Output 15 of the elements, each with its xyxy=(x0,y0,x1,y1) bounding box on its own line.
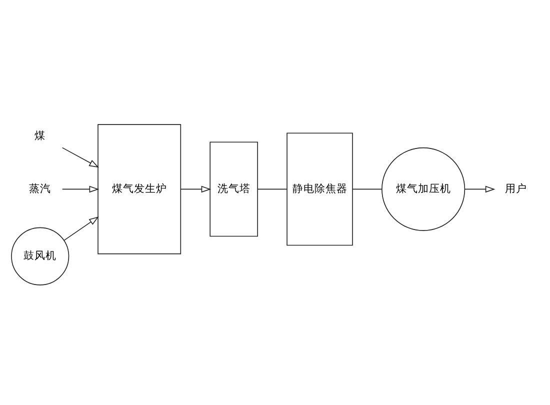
connector xyxy=(352,188,382,190)
arrow xyxy=(63,216,99,240)
arrow xyxy=(180,185,212,192)
node-circle: 鼓风机 xyxy=(11,226,70,285)
node-text: 用户 xyxy=(505,181,528,194)
arrow xyxy=(464,185,496,192)
arrow xyxy=(62,146,99,168)
node-circle: 煤气加压机 xyxy=(382,146,466,230)
node-text: 蒸汽 xyxy=(29,181,52,194)
arrow xyxy=(62,185,100,192)
node-text: 煤 xyxy=(34,128,46,142)
node-box: 煤气发生炉 xyxy=(98,124,182,254)
node-box: 静电除焦器 xyxy=(286,132,353,246)
connector xyxy=(257,188,288,190)
node-box: 洗气塔 xyxy=(210,141,258,236)
